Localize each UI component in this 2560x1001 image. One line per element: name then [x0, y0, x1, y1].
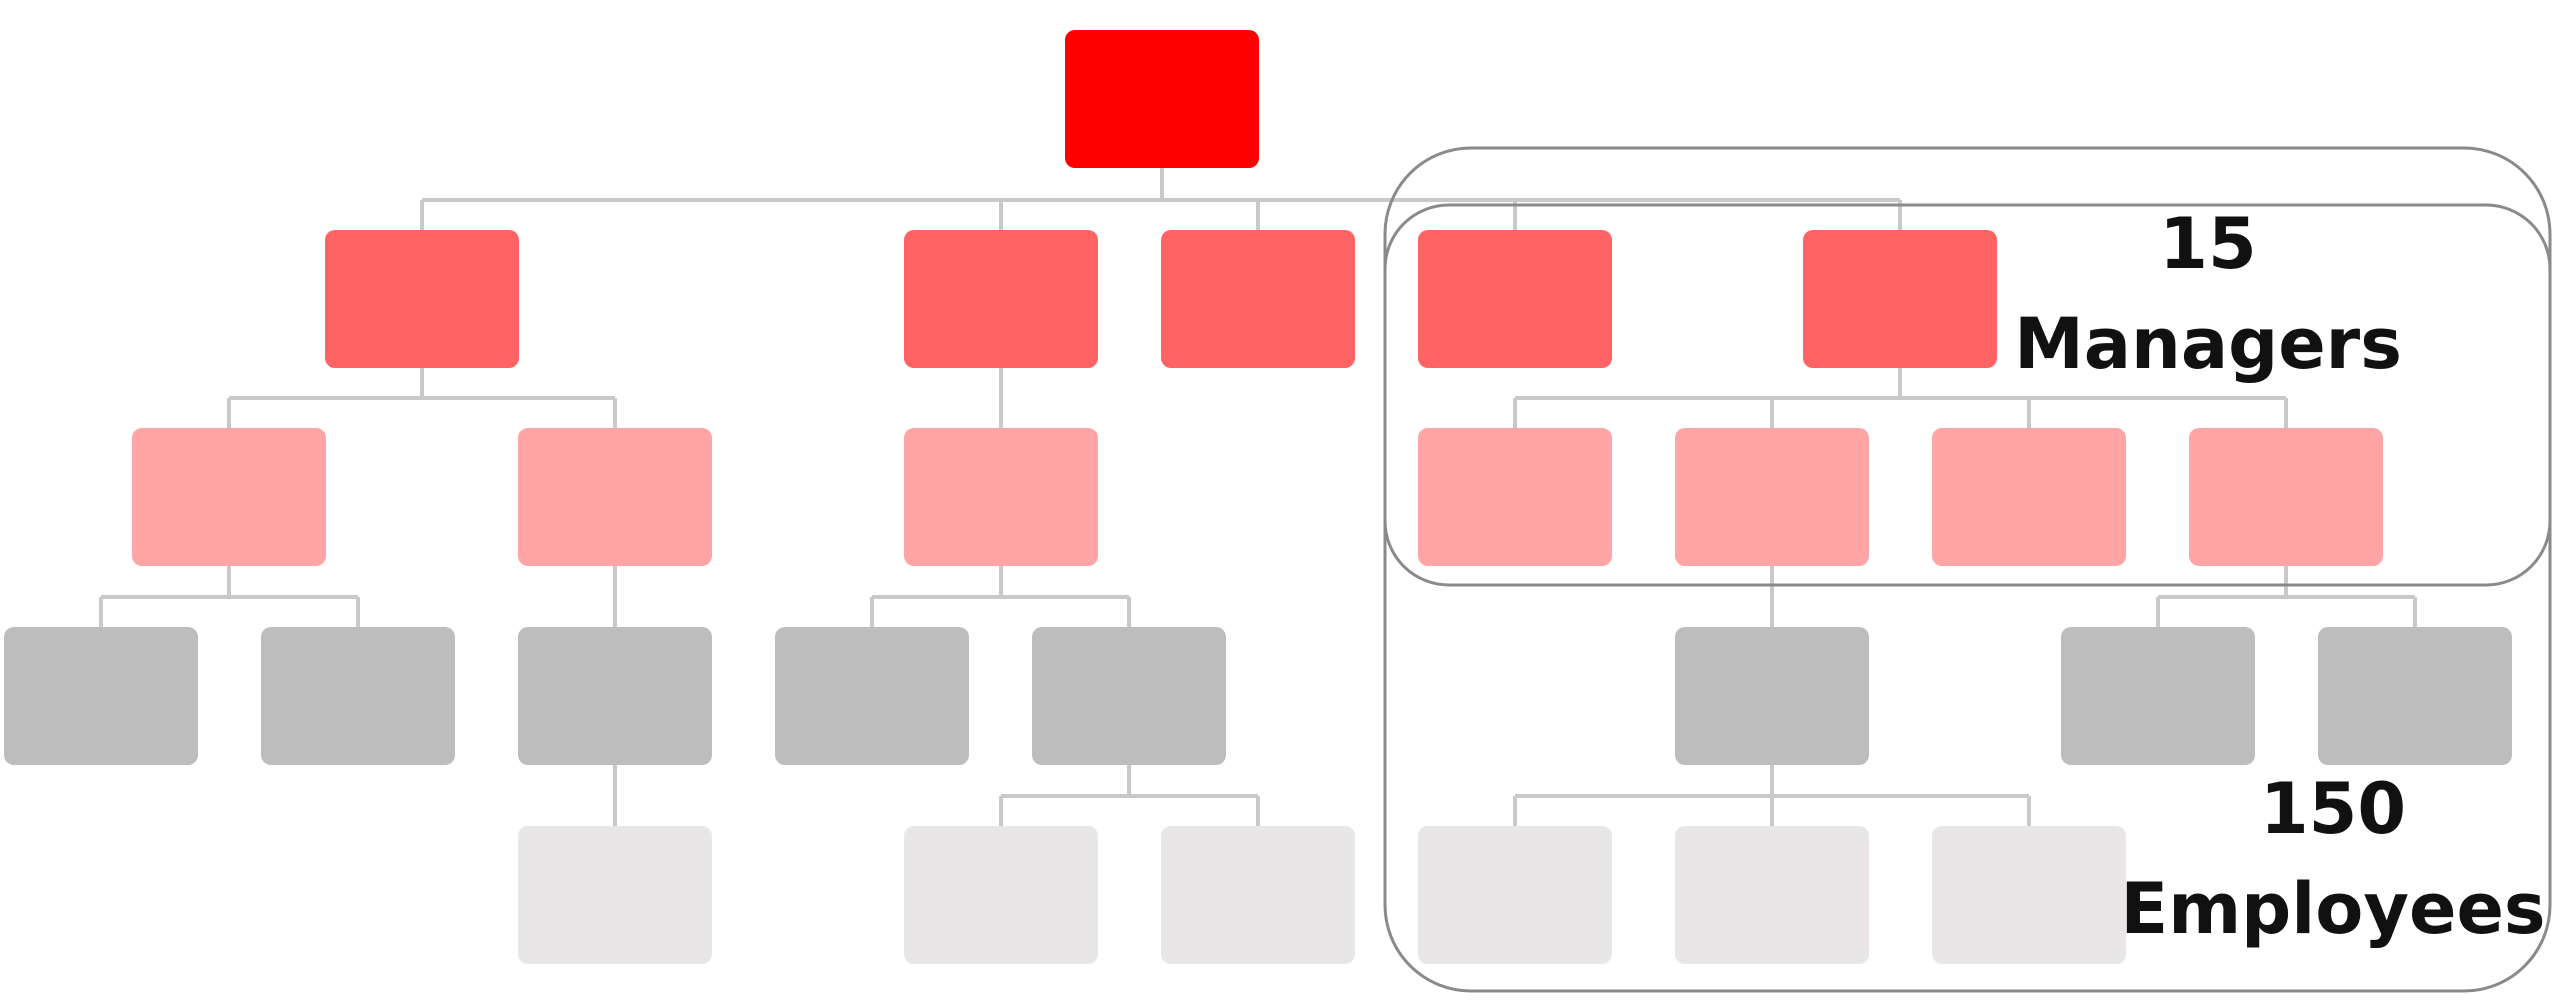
connector-s7 [2156, 566, 2417, 627]
employee-box-e5 [1032, 627, 1226, 765]
supervisor-box-s2 [518, 428, 712, 566]
supervisor-box-s1 [132, 428, 326, 566]
managers-count: 15 [2159, 203, 2256, 285]
manager-box-m3 [1161, 230, 1355, 368]
manager-box-m2 [904, 230, 1098, 368]
connector-ceo [420, 168, 1902, 230]
ceo-box-ceo [1065, 30, 1259, 168]
supervisor-box-s5 [1675, 428, 1869, 566]
supervisor-box-s6 [1932, 428, 2126, 566]
manager-box-m5 [1803, 230, 1997, 368]
employee-box-e6 [1675, 627, 1869, 765]
employees-group-outline [1383, 146, 2552, 993]
staff-box-f2 [904, 826, 1098, 964]
staff-box-f3 [1161, 826, 1355, 964]
managers-label: Managers [2014, 303, 2402, 385]
employee-box-e3 [518, 627, 712, 765]
staff-box-f1 [518, 826, 712, 964]
connector-s3 [870, 566, 1131, 627]
employee-box-e2 [261, 627, 455, 765]
manager-box-m4 [1418, 230, 1612, 368]
employees-count: 150 [2260, 768, 2406, 850]
employee-box-e1 [4, 627, 198, 765]
connector-m5 [1513, 368, 2288, 428]
supervisor-box-s3 [904, 428, 1098, 566]
staff-box-f5 [1675, 826, 1869, 964]
employees-label: Employees [2120, 868, 2545, 950]
connector-e6 [1513, 765, 2031, 826]
staff-box-f4 [1418, 826, 1612, 964]
employee-box-e4 [775, 627, 969, 765]
manager-box-m1 [325, 230, 519, 368]
connector-lines [99, 168, 2417, 826]
connector-e5 [999, 765, 1260, 826]
connector-s1 [99, 566, 360, 627]
staff-box-f6 [1932, 826, 2126, 964]
connector-m1 [227, 368, 617, 428]
org-nodes [4, 30, 2512, 964]
supervisor-box-s7 [2189, 428, 2383, 566]
employee-box-e7 [2061, 627, 2255, 765]
employee-box-e8 [2318, 627, 2512, 765]
supervisor-box-s4 [1418, 428, 1612, 566]
